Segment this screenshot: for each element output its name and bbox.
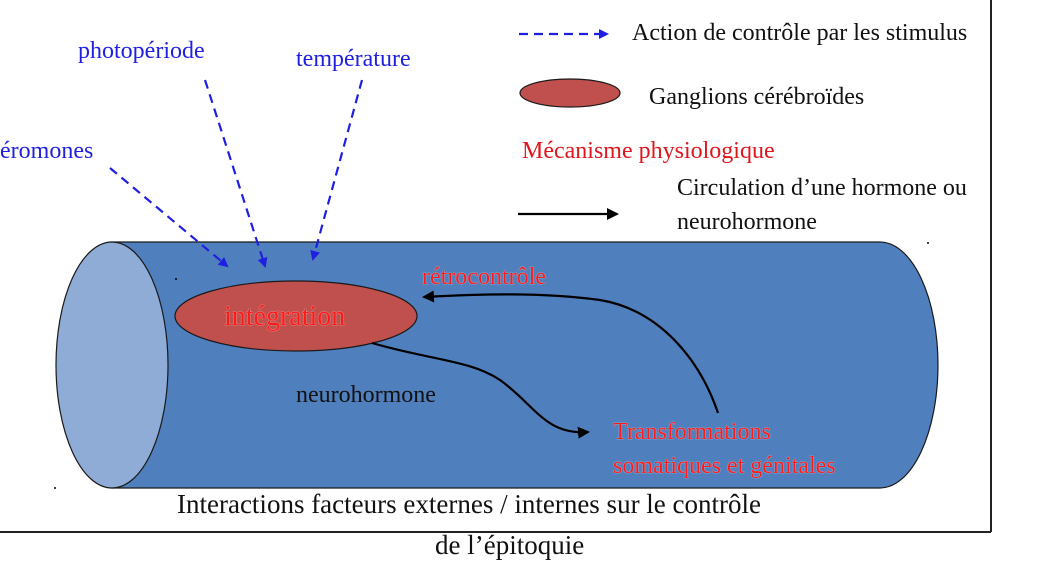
transformations-label-line2: somatiques et génitales <box>613 453 836 479</box>
transformations-label-line1: Transformations <box>613 419 771 445</box>
neurohormone-label: neurohormone <box>296 382 436 408</box>
cylinder-end <box>55 241 169 489</box>
neurohormone-arrow <box>371 341 590 439</box>
dot <box>927 242 929 244</box>
feedback-arrow <box>422 290 720 414</box>
dot <box>54 487 56 489</box>
legend-ganglion-ellipse <box>519 78 621 108</box>
frame-bottom-border <box>0 531 991 533</box>
temperature-label: température <box>296 46 411 72</box>
legend-hormone-label-line1: Circulation d’une hormone ou <box>677 175 967 201</box>
feedback-label: rétrocontrôle <box>422 264 546 290</box>
legend-stimulus-label: Action de contrôle par les stimulus <box>632 20 968 46</box>
legend-mechanism-label: Mécanisme physiologique <box>522 138 775 164</box>
pheromones-label: éromones <box>0 138 94 164</box>
frame-right-border <box>990 0 992 532</box>
photoperiod-label: photopériode <box>78 38 205 64</box>
pheromones-arrow <box>109 167 229 268</box>
ganglion-integration <box>174 280 418 352</box>
photoperiod-arrow <box>203 79 268 268</box>
dot <box>175 278 177 280</box>
integration-label: intégration <box>224 301 346 332</box>
temperature-arrow <box>310 79 364 261</box>
legend-ganglia-label: Ganglions cérébroïdes <box>649 84 865 110</box>
legend-hormone-label-line2: neurohormone <box>677 209 817 235</box>
caption-line2: de l’épitoquie <box>435 530 585 560</box>
caption-line1: Interactions facteurs externes / interne… <box>177 489 762 519</box>
